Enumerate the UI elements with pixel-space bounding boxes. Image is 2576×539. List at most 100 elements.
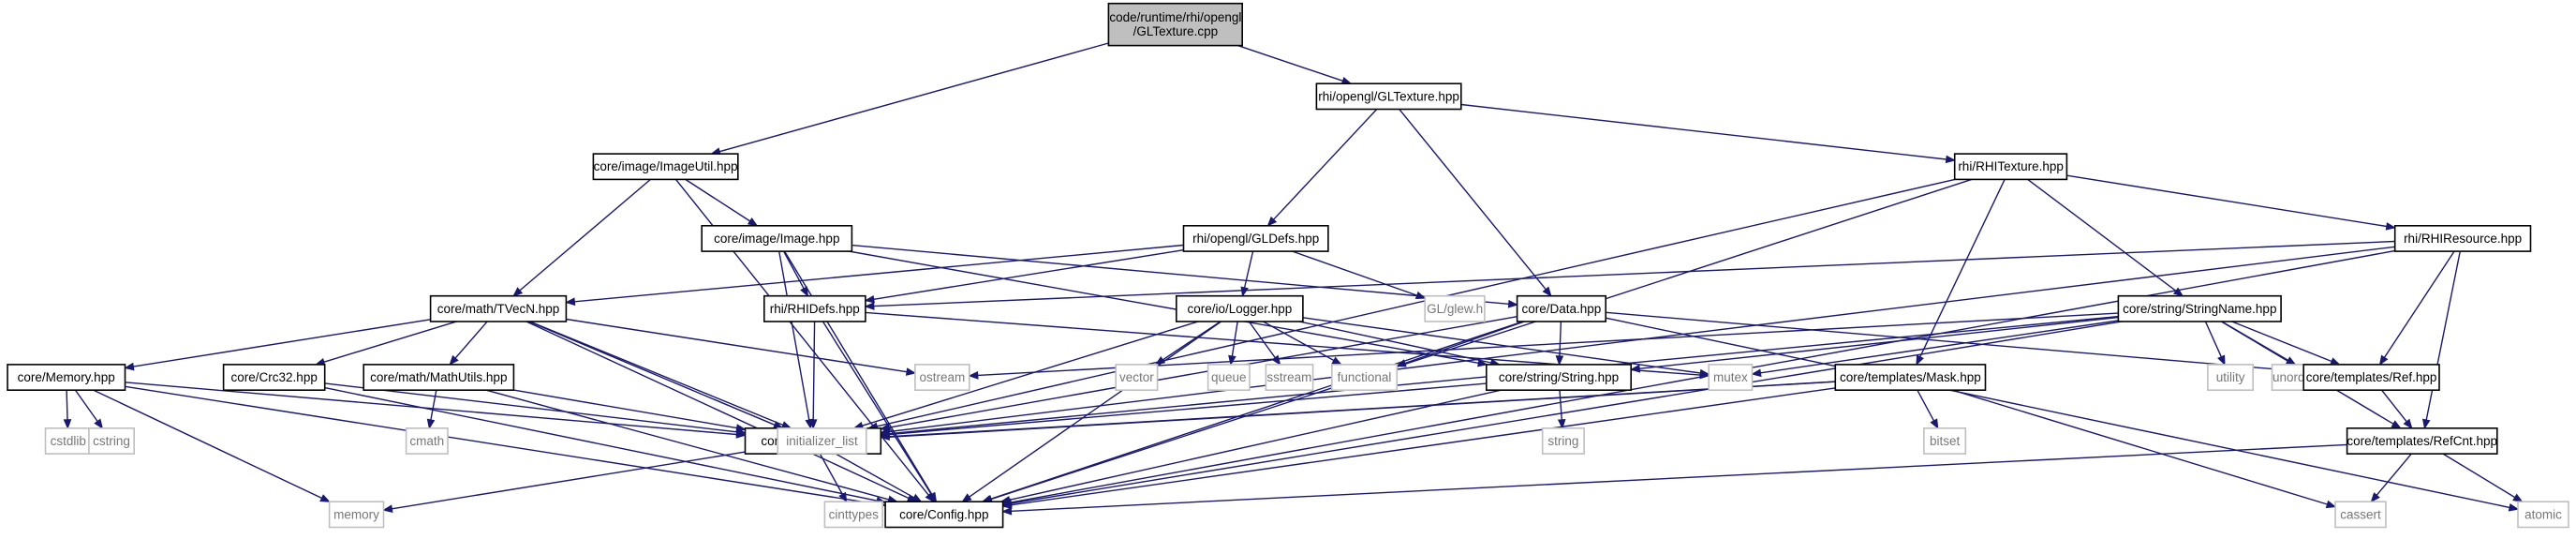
edge-rhiresource-to-rhidefs xyxy=(873,240,2395,307)
edge-logger-to-typedefs xyxy=(862,321,1199,427)
edge-image-to-typedefs xyxy=(778,250,810,421)
edge-imageutil-to-image xyxy=(685,178,750,222)
arrowhead-mask-to-bitset xyxy=(1930,418,1939,429)
edge-string_hpp-to-config xyxy=(1009,389,1503,501)
node-ref[interactable]: core/templates/Ref.hpp xyxy=(2302,364,2440,391)
node-crc32[interactable]: core/Crc32.hpp xyxy=(222,364,326,391)
arrowhead-logger-to-functional xyxy=(1331,356,1342,366)
arrowhead-gltexture_hpp-to-rhitexture xyxy=(1945,155,1957,164)
node-label: ostream xyxy=(920,370,966,384)
edge-gldefs-to-glew xyxy=(1292,250,1417,296)
edge-image-to-rhidefs xyxy=(782,250,805,290)
node-label: string xyxy=(1547,434,1578,448)
arrowhead-image-to-rhidefs xyxy=(800,286,809,297)
node-rhitexture[interactable]: rhi/RHITexture.hpp xyxy=(1953,153,2068,181)
arrowhead-rhidefs-to-typedefs xyxy=(808,419,818,430)
edge-string_hpp-to-typedefs xyxy=(889,382,1487,436)
node-box xyxy=(1516,294,1606,322)
node-box xyxy=(1115,364,1159,391)
node-cstdlib: cstdlib xyxy=(44,427,92,455)
node-gltexture-hpp[interactable]: rhi/opengl/GLTexture.hpp xyxy=(1315,82,1462,111)
node-box xyxy=(7,364,126,391)
edge-ref-to-refcnt xyxy=(2380,389,2407,423)
edge-typedefs-to-memory_sys xyxy=(392,451,746,510)
node-gldefs[interactable]: rhi/opengl/GLDefs.hpp xyxy=(1182,225,1329,252)
node-image[interactable]: core/image/Image.hpp xyxy=(701,225,853,252)
arrowhead-refcnt-to-cassert xyxy=(2370,492,2380,503)
node-data[interactable]: core/Data.hpp xyxy=(1516,294,1606,322)
node-rhiresource[interactable]: rhi/RHIResource.hpp xyxy=(2393,225,2532,252)
node-box xyxy=(2334,501,2387,529)
edge-refcnt-to-atomic xyxy=(2442,453,2516,499)
arrowhead-gltexture_hpp-to-data xyxy=(1542,286,1552,297)
node-memory-hpp[interactable]: core/Memory.hpp xyxy=(7,364,126,391)
node-box xyxy=(429,294,568,322)
arrowhead-logger-to-sstream xyxy=(1271,354,1281,366)
node-box xyxy=(823,501,884,529)
edge-gltexture_hpp-to-gldefs xyxy=(1273,108,1378,220)
arrowhead-gldefs-to-logger xyxy=(1240,286,1249,298)
node-label: queue xyxy=(1211,370,1247,384)
arrowhead-mathutils-to-cmath xyxy=(426,418,436,430)
node-tvecn[interactable]: core/math/TVecN.hpp xyxy=(429,294,568,322)
edge-data-to-ref xyxy=(1606,311,2296,372)
edge-stringname-to-ostream xyxy=(977,312,2119,377)
node-vector: vector xyxy=(1115,364,1159,391)
edge-mask-to-config xyxy=(1011,387,1836,506)
arrowhead-gltexture_hpp-to-gldefs xyxy=(1266,216,1278,227)
node-box xyxy=(1331,364,1399,391)
node-initializer-list: initializer_list xyxy=(777,427,867,455)
node-box xyxy=(2517,501,2569,529)
arrowhead-typedefs-to-memory_sys xyxy=(382,504,393,513)
arrowhead-logger-to-mutex xyxy=(1699,368,1710,378)
node-label: core/Config.hpp xyxy=(899,507,988,521)
edge-typedefs-to-config xyxy=(835,453,914,499)
node-rhidefs[interactable]: rhi/RHIDefs.hpp xyxy=(762,294,866,322)
node-box xyxy=(1708,364,1754,391)
node-box xyxy=(1953,153,2068,181)
node-cassert: cassert xyxy=(2334,501,2387,529)
arrowhead-data-to-string_hpp xyxy=(1555,355,1564,367)
node-config[interactable]: core/Config.hpp xyxy=(884,501,1004,529)
node-box xyxy=(1541,427,1585,455)
node-refcnt[interactable]: core/templates/RefCnt.hpp xyxy=(2346,427,2498,455)
arrowhead-gldefs-to-tvecn xyxy=(565,297,576,307)
node-string-hpp[interactable]: core/string/String.hpp xyxy=(1486,364,1633,391)
node-sstream: sstream xyxy=(1265,364,1314,391)
edge-root-to-imageutil xyxy=(719,42,1109,153)
node-label: mutex xyxy=(1713,370,1748,384)
node-root[interactable]: code/runtime/rhi/opengl/GLTexture.cpp xyxy=(1107,2,1244,47)
arrowhead-data-to-atomic xyxy=(2508,502,2520,512)
arrowhead-memory_hpp-to-cstring xyxy=(94,418,104,429)
node-logger[interactable]: core/io/Logger.hpp xyxy=(1176,294,1304,322)
node-utility: utility xyxy=(2207,364,2254,391)
node-label: core/templates/RefCnt.hpp xyxy=(2347,434,2497,448)
arrowhead-tvecn-to-initializer_list xyxy=(780,421,792,429)
edge-mask-to-initializer_list xyxy=(874,381,1836,439)
node-stringname[interactable]: core/string/StringName.hpp xyxy=(2117,294,2282,322)
edge-tvecn-to-typedefs xyxy=(528,321,776,426)
edge-memory_hpp-to-typedefs xyxy=(125,382,737,436)
edge-logger-to-mutex xyxy=(1302,317,1701,374)
node-layer: code/runtime/rhi/opengl/GLTexture.cpp rhi… xyxy=(7,2,2569,529)
arrowhead-refcnt-to-config xyxy=(1001,506,1013,516)
edge-tvecn-to-mathutils xyxy=(454,321,488,359)
node-label: core/Memory.hpp xyxy=(18,370,115,384)
arrowhead-ref-to-refcnt xyxy=(2403,418,2413,429)
arrowhead-typedefs-to-config xyxy=(911,493,923,502)
node-mathutils[interactable]: core/math/MathUtils.hpp xyxy=(363,364,515,391)
node-box xyxy=(2117,294,2282,322)
node-mask[interactable]: core/templates/Mask.hpp xyxy=(1834,364,1987,391)
node-box xyxy=(2207,364,2254,391)
node-glew: GL/glew.h xyxy=(1424,294,1486,322)
node-box xyxy=(1107,2,1244,47)
node-box xyxy=(1176,294,1304,322)
node-ostream: ostream xyxy=(914,364,970,391)
arrowhead-stringname-to-ref xyxy=(2330,357,2341,366)
node-imageutil[interactable]: core/image/ImageUtil.hpp xyxy=(592,153,739,181)
edge-root-to-gltexture_hpp xyxy=(1237,44,1343,82)
edge-stringname-to-mutex xyxy=(1760,320,2119,374)
edge-logger-to-functional xyxy=(1262,321,1335,362)
node-label: rhi/opengl/GLTexture.hpp xyxy=(1318,89,1459,103)
node-box xyxy=(701,225,853,252)
